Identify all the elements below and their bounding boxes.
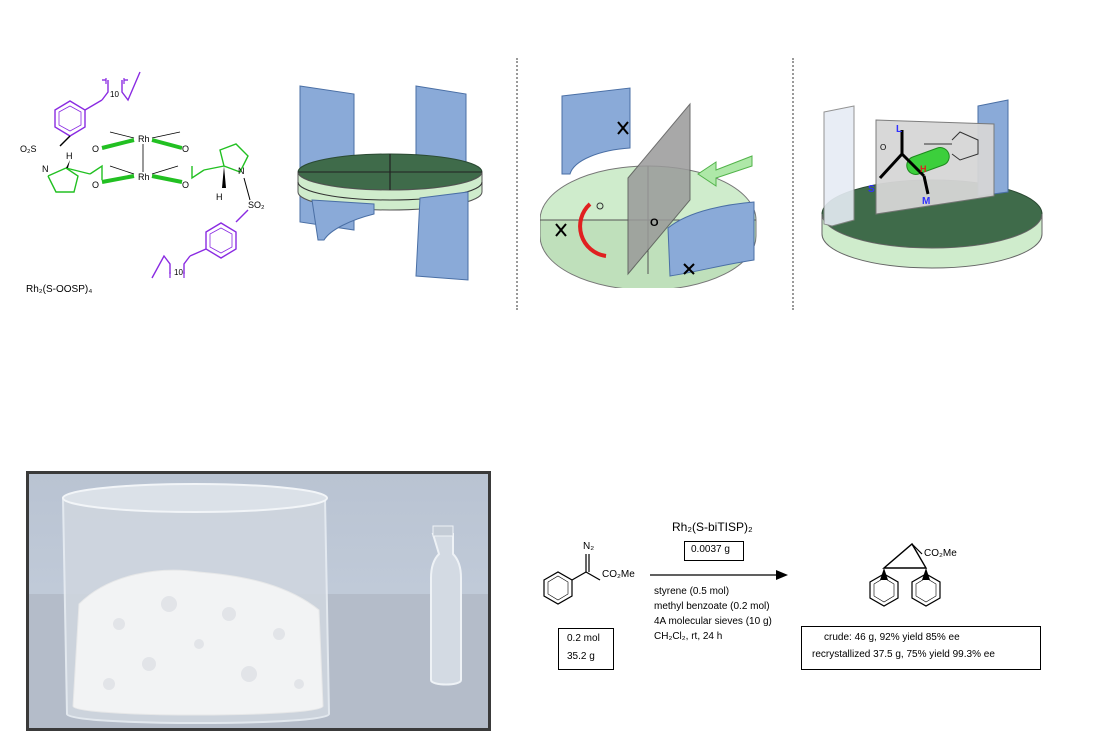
catalyst-structure-diagram: 10 O₂S N H O O Rh Rh O O N H SO₂ [20, 71, 265, 279]
result-crude: crude: 46 g, 92% yield 85% ee [824, 632, 960, 643]
catalyst-label: Rh₂(S-OOSP)₄ [26, 284, 93, 295]
small-vial [430, 533, 462, 686]
condition-4: CH₂Cl₂, rt, 24 h [654, 631, 723, 642]
catalyst-name: Rh₂(S-biTISP)₂ [672, 520, 753, 534]
reactant-amount-box: 0.2 mol 35.2 g [558, 628, 614, 670]
reactant-ester-label: CO₂Me [602, 569, 635, 580]
product-ester-label: CO₂Me [924, 548, 957, 559]
catalyst-model-side-view [297, 85, 483, 281]
condition-1: styrene (0.5 mol) [654, 586, 730, 597]
right-wall-lower [415, 191, 469, 281]
label-M: M [922, 196, 930, 207]
right-pyrrolidine-ring [191, 143, 249, 180]
reactant-grams: 35.2 g [567, 651, 595, 662]
result-recrystallized: recrystallized 37.5 g, 75% yield 99.3% e… [812, 649, 995, 660]
model-disc-edge [821, 213, 1043, 269]
n-left-label: N [42, 164, 49, 174]
back-wall [561, 87, 631, 175]
reaction-arrow [650, 570, 788, 580]
diazo-label: N₂ [583, 541, 595, 552]
approach-arrow [697, 155, 753, 187]
central-plane [627, 102, 691, 276]
rh-rh-core [109, 131, 181, 175]
lower-aryl-group [151, 209, 249, 279]
stereochemical-model: O L S M H [821, 99, 1043, 269]
left-glass-wall [823, 105, 855, 227]
so2-right-label: SO₂ [248, 200, 265, 210]
svg-text:O: O [880, 143, 886, 152]
svg-text:O: O [182, 144, 189, 154]
product-photo [26, 471, 491, 731]
cyclopropanation-bonds [878, 130, 930, 195]
reactant-structure [543, 554, 601, 605]
label-L: L [896, 124, 902, 135]
left-pyrrolidine-ring [47, 164, 103, 193]
condition-3: 4A molecular sieves (10 g) [654, 616, 772, 627]
reactant-mol: 0.2 mol [567, 633, 600, 644]
chain-subscript-bottom: 10 [174, 268, 183, 277]
results-box: crude: 46 g, 92% yield 85% ee recrystall… [801, 626, 1041, 670]
product-structure [869, 542, 941, 607]
blocked-marks [555, 121, 695, 275]
rotation-arc [578, 202, 607, 258]
catalyst-model-approach-view: O [540, 87, 757, 288]
svg-text:O: O [92, 180, 99, 190]
h-left-label: H [66, 151, 73, 161]
svg-text:O: O [92, 144, 99, 154]
svg-text:O: O [182, 180, 189, 190]
chain-subscript-top: 10 [110, 90, 119, 99]
label-H: H [920, 164, 927, 174]
photo-illustration [29, 483, 488, 728]
upper-aryl-group [54, 71, 141, 147]
front-wall [667, 201, 755, 277]
n-right-label: N [238, 166, 245, 176]
h-right-label: H [216, 192, 223, 202]
panel-divider-2 [792, 58, 794, 310]
panel-divider-1 [516, 58, 518, 310]
catalyst-amount-box: 0.0037 g [684, 541, 744, 561]
rh-upper-label: Rh [138, 134, 150, 144]
rh-oxygen-bonds [101, 138, 183, 184]
label-S: S [868, 184, 875, 195]
condition-2: methyl benzoate (0.2 mol) [654, 601, 770, 612]
o2s-left-label: O₂S [20, 144, 37, 154]
svg-text:O: O [650, 217, 659, 229]
rh-lower-label: Rh [138, 172, 150, 182]
left-wall-lower [311, 199, 375, 241]
catalyst-amount: 0.0037 g [691, 544, 730, 555]
